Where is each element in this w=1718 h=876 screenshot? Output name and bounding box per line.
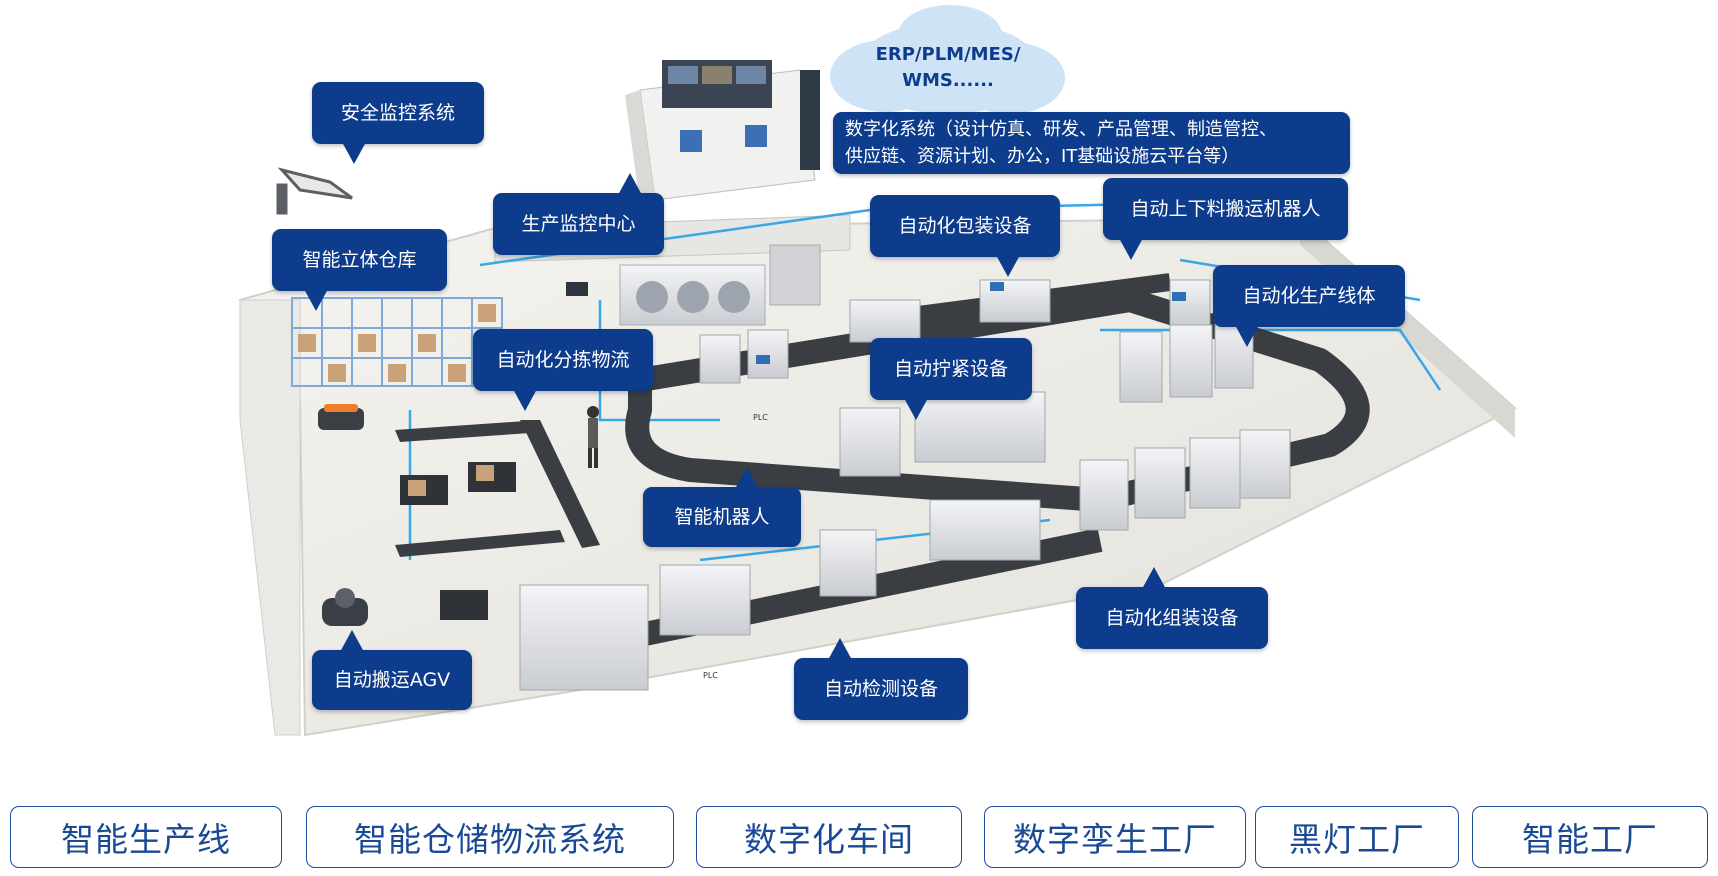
agv-vehicle-2	[322, 588, 368, 626]
tab-label: 智能生产线	[61, 820, 231, 859]
callout-automated-tightening: 自动拧紧设备	[870, 338, 1032, 420]
cloud-label: ERP/PLM/MES/ WMS......	[858, 42, 1038, 94]
callout-digital-system: 数字化系统（设计仿真、研发、产品管理、制造管控、 供应链、资源计划、办公，IT基…	[833, 112, 1350, 174]
warehouse-racks	[291, 297, 503, 387]
tab-digital-workshop[interactable]: 数字化车间	[696, 806, 962, 868]
tab-label: 数字化车间	[744, 820, 914, 859]
sorting-conveyors	[395, 420, 600, 620]
callout-pointer	[342, 142, 366, 164]
worker-figure	[587, 406, 599, 468]
callout-automated-loading-robot: 自动上下料搬运机器人	[1103, 178, 1348, 260]
tab-smart-warehouse-logistics[interactable]: 智能仓储物流系统	[306, 806, 674, 868]
callout-pointer	[904, 398, 928, 420]
callout-smart-robot-label: 智能机器人	[674, 506, 770, 528]
production-machines	[519, 279, 1291, 691]
cloud-shape	[830, 5, 1065, 114]
callout-automated-packaging: 自动化包装设备	[870, 195, 1060, 277]
callout-smart-3d-warehouse: 智能立体仓库	[272, 229, 447, 311]
callout-automated-loading-robot-label: 自动上下料搬运机器人	[1130, 198, 1321, 220]
callout-digital-system-line1: 数字化系统（设计仿真、研发、产品管理、制造管控、	[845, 119, 1277, 140]
callout-automated-assembly-label: 自动化组装设备	[1105, 607, 1239, 629]
control-room	[625, 60, 820, 205]
callout-smart-robot: 智能机器人	[643, 467, 801, 547]
callout-automated-sorting-logistics-label: 自动化分拣物流	[496, 349, 630, 371]
callout-production-monitoring-center-label: 生产监控中心	[521, 213, 636, 235]
callout-automated-inspection: 自动检测设备	[794, 638, 968, 720]
cloud-label-line1: ERP/PLM/MES/	[875, 44, 1021, 65]
callout-automated-tightening-label: 自动拧紧设备	[893, 358, 1008, 380]
tab-smart-production-line[interactable]: 智能生产线	[10, 806, 282, 868]
washing-machines	[619, 244, 821, 326]
callout-automated-production-line-label: 自动化生产线体	[1242, 285, 1376, 307]
callout-safety-monitoring: 安全监控系统	[312, 82, 484, 164]
callout-pointer	[1235, 325, 1259, 347]
callout-automated-packaging-label: 自动化包装设备	[898, 215, 1032, 237]
callout-smart-3d-warehouse-label: 智能立体仓库	[302, 249, 417, 271]
tab-label: 黑灯工厂	[1289, 820, 1425, 859]
callout-pointer	[735, 467, 759, 489]
callout-automated-inspection-label: 自动检测设备	[823, 678, 938, 700]
callout-automated-sorting-logistics: 自动化分拣物流	[473, 329, 653, 411]
callout-automated-production-line: 自动化生产线体	[1213, 265, 1405, 347]
callout-pointer	[1119, 238, 1143, 260]
machine-screens	[566, 282, 1186, 364]
callout-agv-label: 自动搬运AGV	[333, 669, 451, 691]
callout-pointer	[618, 173, 642, 195]
callout-agv: 自动搬运AGV	[312, 630, 472, 710]
tab-label: 智能仓储物流系统	[354, 820, 626, 859]
callout-digital-system-line2: 供应链、资源计划、办公，IT基础设施云平台等）	[845, 146, 1240, 167]
plc-label-2: PLC	[703, 671, 718, 680]
callout-pointer	[996, 255, 1020, 277]
callout-automated-assembly: 自动化组装设备	[1076, 567, 1268, 649]
tab-smart-factory[interactable]: 智能工厂	[1472, 806, 1708, 868]
callout-pointer	[1142, 567, 1166, 589]
tab-lights-out-factory[interactable]: 黑灯工厂	[1255, 806, 1459, 868]
agv-vehicle-1	[318, 404, 364, 430]
callout-pointer	[513, 389, 537, 411]
callout-pointer	[828, 638, 852, 660]
tab-label: 数字孪生工厂	[1013, 820, 1217, 859]
callout-pointer	[340, 630, 364, 652]
callout-production-monitoring-center: 生产监控中心	[493, 173, 664, 255]
callout-safety-monitoring-label: 安全监控系统	[340, 102, 455, 124]
main-conveyor-loop	[625, 288, 1370, 512]
tab-digital-twin-factory[interactable]: 数字孪生工厂	[984, 806, 1246, 868]
left-wall	[239, 299, 301, 736]
callout-pointer	[304, 289, 328, 311]
security-camera-icon	[276, 167, 353, 215]
tab-label: 智能工厂	[1522, 820, 1658, 859]
plc-label-1: PLC	[753, 413, 768, 422]
cloud-label-line2: WMS......	[902, 70, 994, 91]
